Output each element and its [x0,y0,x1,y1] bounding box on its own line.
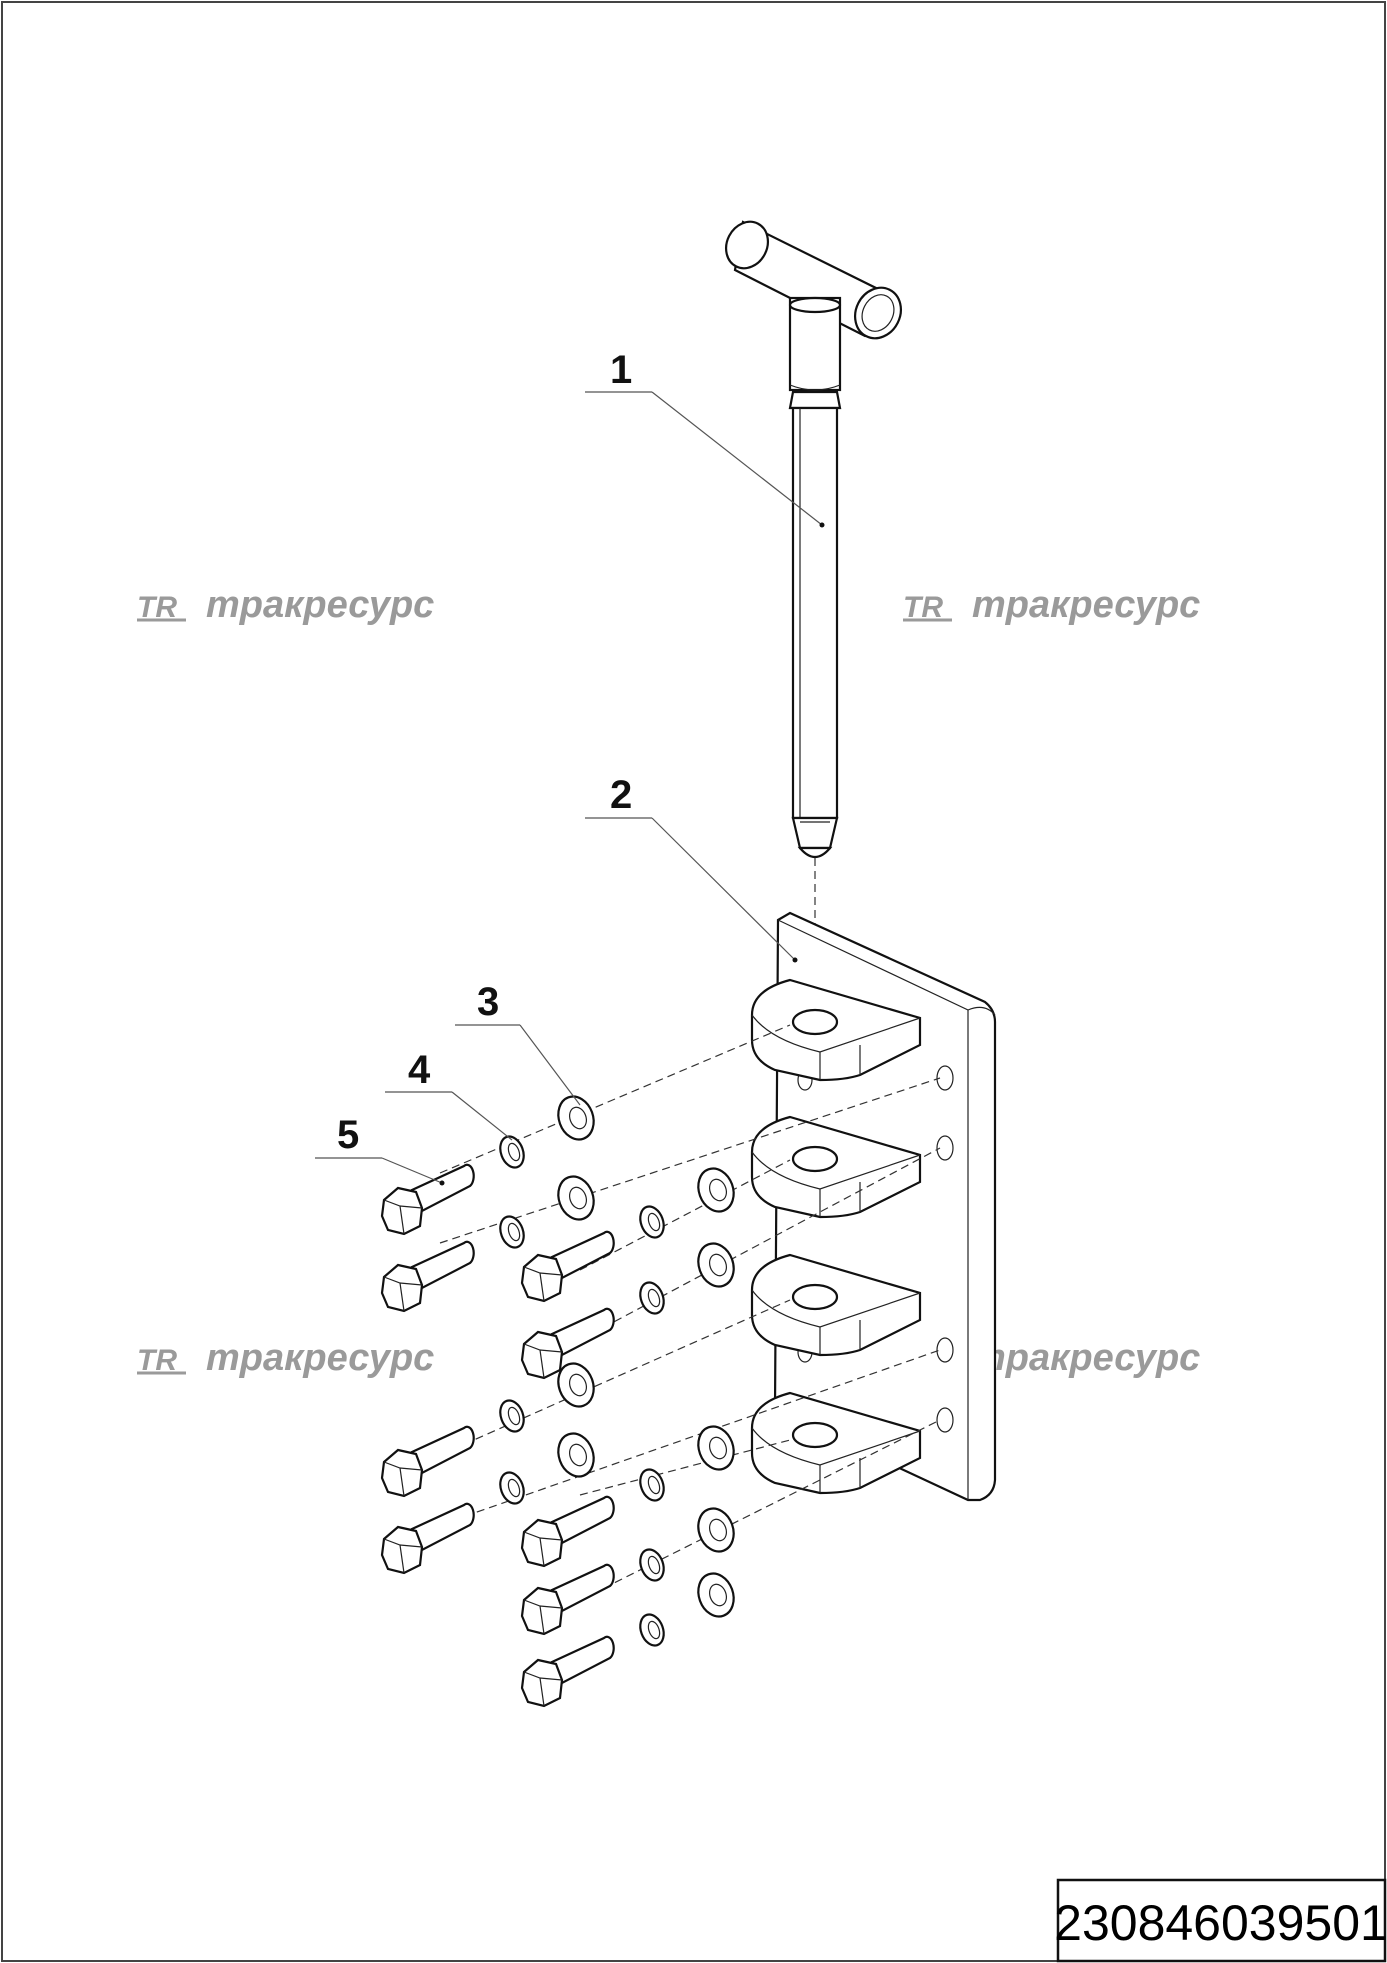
lock-washer [639,1281,665,1315]
callout-label: 1 [610,348,632,392]
bolt-head-edge [383,1461,423,1497]
bolt-head [380,1263,424,1313]
bolt-head-edge [383,1199,423,1235]
bolt-shank [550,1307,615,1358]
bolt-head [380,1448,424,1498]
document-number: 230846039501 [1054,1895,1387,1951]
bolt-head-edge [523,1671,563,1707]
bolt-head [520,1330,564,1380]
watermark-top-right: TR тракресурс [903,584,1200,626]
flat-washer-hole [568,1186,588,1210]
bolt-head [520,1658,564,1708]
lock-washer-hole [647,1620,661,1640]
watermark-text: тракресурс [972,584,1200,626]
bolt-shank [550,1635,615,1686]
callout-3: 3 [455,980,581,1106]
lock-washer-hole [647,1475,661,1495]
watermark-text: тракресурс [206,1337,434,1379]
lock-washer-hole [647,1288,661,1308]
lock-washer [499,1135,525,1169]
flat-washer-hole [708,1583,728,1607]
t-handle-pin [725,220,902,859]
bracket-assembly [750,911,997,1502]
flat-washer-hole [568,1106,588,1130]
watermark-text: тракресурс [206,584,434,626]
flat-washer-hole [708,1253,728,1277]
flat-washer [697,1507,735,1553]
bolt-head-edge [523,1343,563,1379]
flat-washer-hole [708,1178,728,1202]
bolt-shank [550,1495,615,1546]
bolt-shank [550,1230,615,1281]
bolt-head [520,1586,564,1636]
watermark-text: тракресурс [972,1337,1200,1379]
bolt-head [520,1253,564,1303]
lock-washer [499,1215,525,1249]
flat-washer [557,1362,595,1408]
lock-washer [639,1548,665,1582]
bolt-head [520,1518,564,1568]
flat-washer-hole [568,1443,588,1467]
bolt-head-edge [523,1266,563,1302]
lock-washer-hole [647,1555,661,1575]
lock-washer [639,1468,665,1502]
callout-label: 3 [477,980,499,1024]
callout-label: 4 [408,1048,431,1092]
callout-label: 5 [337,1113,359,1157]
callout-4: 4 [385,1048,513,1141]
document-number-box: 230846039501 [1054,1878,1387,1963]
bolt-shank [410,1502,475,1553]
flat-washer [697,1242,735,1288]
bolt-shank [410,1425,475,1476]
lock-washer-hole [647,1212,661,1232]
callout-2: 2 [585,773,798,963]
flat-washer [557,1095,595,1141]
watermark-bottom-left: TR тракресурс [137,1337,434,1379]
flat-washer [557,1175,595,1221]
bolt-shank [410,1163,475,1214]
lock-washer [639,1205,665,1239]
bolt-head-edge [383,1276,423,1312]
flat-washer-hole [568,1373,588,1397]
bolt-head-edge [523,1599,563,1635]
callout-label: 2 [610,773,632,817]
fastener-set [380,1095,735,1708]
lock-washer-hole [507,1222,521,1242]
callout-5: 5 [315,1113,445,1186]
bolt-head [380,1525,424,1575]
assembly-axes [439,1024,941,1601]
bolt-head-edge [523,1531,563,1567]
lock-washer [639,1613,665,1647]
watermark-top-left: TR тракресурс [137,584,434,626]
bolt-shank [550,1563,615,1614]
flat-washer [697,1167,735,1213]
flat-washer-hole [708,1518,728,1542]
flat-washer-hole [708,1436,728,1460]
bolt-shank [410,1240,475,1291]
lock-washer-hole [507,1142,521,1162]
bolt-head [380,1186,424,1236]
flat-washer [697,1425,735,1471]
lock-washer-hole [507,1406,521,1426]
lock-washer-hole [507,1478,521,1498]
lock-washer [499,1471,525,1505]
lock-washer [499,1399,525,1433]
bolt-head-edge [383,1538,423,1574]
flat-washer [557,1432,595,1478]
callout-1: 1 [585,348,825,528]
flat-washer [697,1572,735,1618]
